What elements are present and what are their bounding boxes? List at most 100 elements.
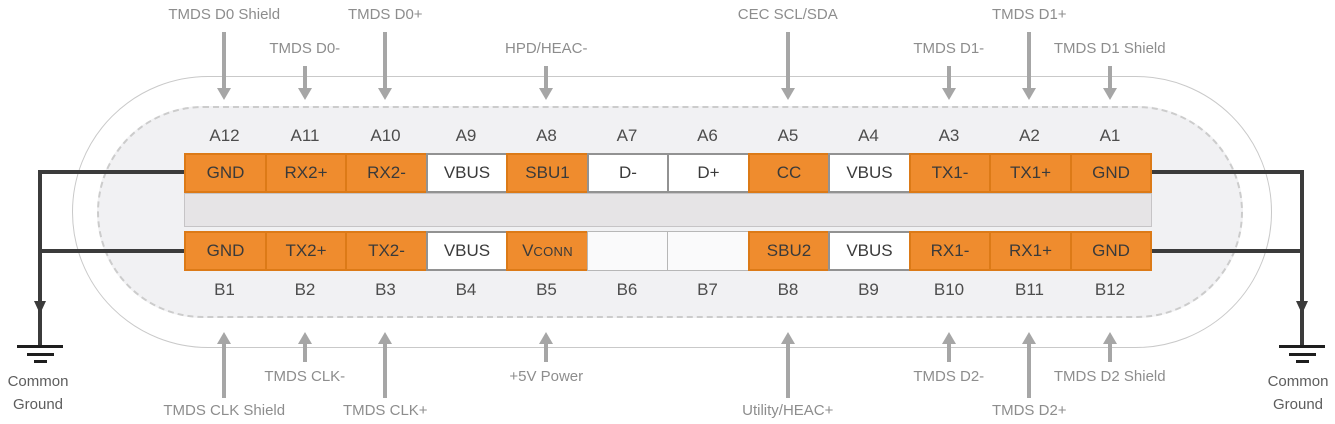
tmds-d2-label: TMDS D2+ [991,402,1067,419]
common-ground-left-line1: Common [7,373,69,390]
ground-symbol-left-bar3 [34,360,47,363]
pin-number-a11: A11 [290,126,320,145]
pin-cell-label-small: CONN [533,243,573,259]
pin-number-b8: B8 [777,280,799,299]
pin-cell-a6: D+ [667,153,750,193]
ground-symbol-right-bar3 [1296,360,1309,363]
ground-wire-left-arrowhead-icon [34,301,46,314]
pin-cell-b8: SBU2 [748,231,830,271]
cec-scl-sda-label: CEC SCL/SDA [737,6,838,23]
ground-wire-left-bottom [38,249,186,253]
tmds-d1-arrow [1027,32,1032,88]
pin-cell-label: GND [1092,241,1130,260]
tmds-d1-label: TMDS D1+ [991,6,1067,23]
tmds-d1-arrow [946,66,951,88]
pin-cell-b7 [667,231,750,271]
pin-number-b12: B12 [1094,280,1126,299]
tmds-d0-arrow [383,32,388,88]
utility-heac-arrow [785,344,790,398]
pin-number-b2: B2 [294,280,316,299]
pin-number-b6: B6 [616,280,638,299]
tmds-d0-arrowhead-icon [297,88,312,100]
tmds-clk-arrow [302,344,307,362]
5v-power-arrow [544,344,549,362]
tmds-d1-shield-arrow [1107,66,1112,88]
pin-cell-label: RX1- [930,241,970,260]
pin-number-a3: A3 [938,126,960,145]
pin-cell-label: RX2- [367,163,406,182]
hpd-heac-arrowhead-icon [539,88,554,100]
tmds-d0-shield-arrow [222,32,227,88]
tmds-clk-shield-label: TMDS CLK Shield [163,402,286,419]
cec-scl-sda-arrowhead-icon [780,88,795,100]
ground-symbol-right-icon [1279,345,1325,348]
pin-number-b4: B4 [455,280,477,299]
pin-cell-label: VBUS [443,163,491,182]
pin-number-b10: B10 [933,280,965,299]
pin-number-a1: A1 [1099,126,1121,145]
common-ground-label-right: Common Ground [1258,370,1335,416]
tmds-d2-label: TMDS D2- [913,368,985,385]
tmds-d2-shield-label: TMDS D2 Shield [1053,368,1166,385]
ground-wire-right-arrowhead-icon [1296,301,1308,314]
tmds-clk-label: TMDS CLK- [264,368,346,385]
pin-cell-label: SBU1 [525,163,570,182]
pin-cell-a4: VBUS [828,153,911,193]
pin-cell-b3: TX2- [345,231,428,271]
tmds-clk-shield-arrowhead-icon [217,332,232,344]
tmds-clk-label: TMDS CLK+ [342,402,428,419]
pin-cell-label: VBUS [443,241,491,260]
pin-cell-label: GND [1092,163,1130,182]
pin-cell-a7: D- [587,153,669,193]
tmds-d0-shield-label: TMDS D0 Shield [168,6,281,23]
tmds-d1-arrowhead-icon [1022,88,1037,100]
tmds-d0-shield-arrowhead-icon [217,88,232,100]
pin-number-b3: B3 [375,280,396,299]
pin-number-a8: A8 [536,126,557,145]
pin-cell-label: TX2+ [285,241,327,260]
tmds-d2-arrow [946,344,951,362]
pin-cell-label-main: V [522,241,534,260]
pin-cell-a10: RX2- [345,153,428,193]
pin-cell-label: VBUS [846,241,893,260]
pin-cell-label: VBUS [846,163,893,182]
pin-cell-a9: VBUS [426,153,508,193]
pin-number-a12: A12 [209,126,240,145]
pin-cell-b12: GND [1070,231,1152,271]
pin-number-b1: B1 [214,280,235,299]
tmds-clk-shield-arrow [222,344,227,398]
ground-wire-left-top [38,170,186,174]
pin-cell-b4: VBUS [426,231,508,271]
pin-number-b11: B11 [1015,280,1044,299]
5v-power-arrowhead-icon [539,332,554,344]
tmds-d0-arrowhead-icon [378,88,393,100]
tmds-d1-arrowhead-icon [941,88,956,100]
pin-cell-a2: TX1+ [989,153,1072,193]
pin-number-a4: A4 [858,126,879,145]
connector-tongue [184,193,1152,227]
utility-heac-arrowhead-icon [780,332,795,344]
pin-cell-a5: CC [748,153,830,193]
pin-cell-a12: GND [184,153,267,193]
tmds-d2-arrow [1027,344,1032,398]
pin-cell-label: D- [619,163,637,182]
common-ground-right-line1: Common [1267,373,1329,390]
utility-heac-label: Utility/HEAC+ [742,402,834,419]
pin-number-a7: A7 [616,126,638,145]
pin-cell-label: RX1+ [1009,241,1052,260]
pin-number-a5: A5 [777,126,799,145]
pin-cell-label: GND [206,241,245,260]
pin-number-b5: B5 [536,280,557,299]
tmds-d2-shield-arrow [1107,344,1112,362]
common-ground-right-line2: Ground [1272,396,1324,413]
tmds-d2-shield-arrowhead-icon [1102,332,1117,344]
common-ground-label-left: Common Ground [0,370,78,416]
cec-scl-sda-arrow [785,32,790,88]
pin-cell-a8: SBU1 [506,153,589,193]
tmds-clk-arrowhead-icon [378,332,393,344]
pin-cell-label: D+ [697,163,720,182]
ground-symbol-right-bar2 [1289,353,1316,356]
pin-cell-label: GND [206,163,245,182]
